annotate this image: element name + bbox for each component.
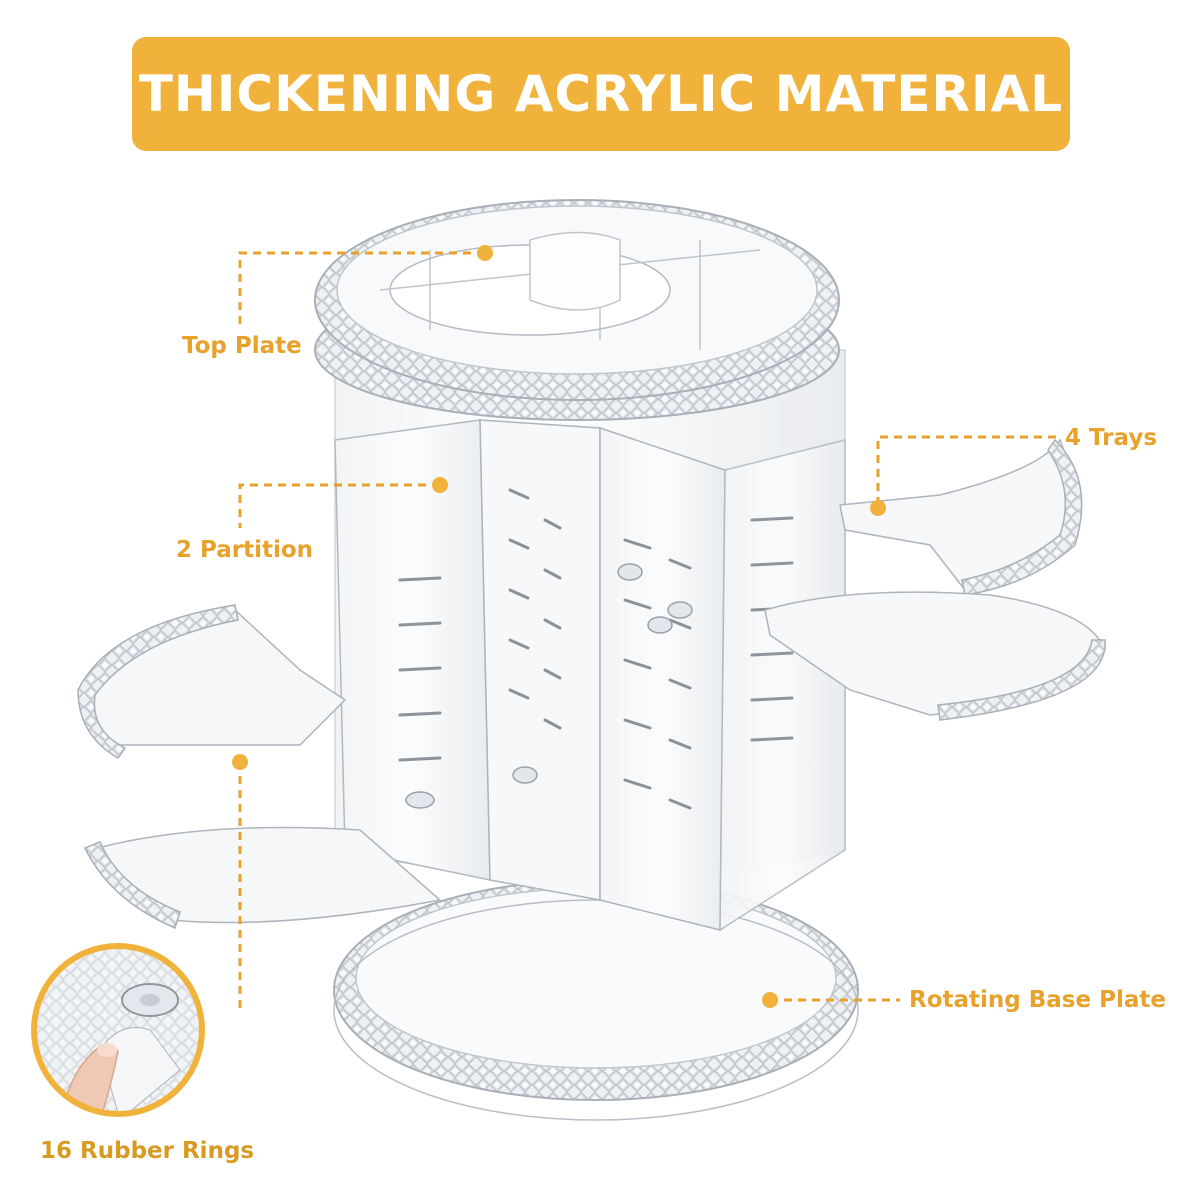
tray-upper-right: [839, 438, 1083, 596]
partition-center-panel: [405, 419, 726, 931]
rubber-ring-inset: [31, 943, 205, 1117]
tray-lower-right: [764, 591, 1106, 721]
callout-base-plate: Rotating Base Plate: [909, 987, 1166, 1013]
callout-lines: [238, 251, 1060, 1010]
tray-lower-left: [83, 826, 442, 930]
tray-upper-left: [77, 604, 347, 759]
rotating-base-plate: [333, 879, 859, 1121]
callout-partition: 2 Partition: [176, 537, 314, 563]
partition-left-panel: [334, 419, 491, 881]
banner-title: THICKENING ACRYLIC MATERIAL: [138, 65, 1064, 123]
partition-right-panel: [719, 439, 846, 932]
callout-top-plate: Top Plate: [182, 333, 302, 359]
rubber-ring-group: [405, 563, 693, 809]
callout-rubber-rings: 16 Rubber Rings: [40, 1138, 255, 1164]
top-plate: [314, 199, 840, 421]
title-banner: THICKENING ACRYLIC MATERIAL: [132, 37, 1070, 151]
callout-dots: [232, 245, 886, 1008]
callout-trays: 4 Trays: [1065, 425, 1158, 451]
